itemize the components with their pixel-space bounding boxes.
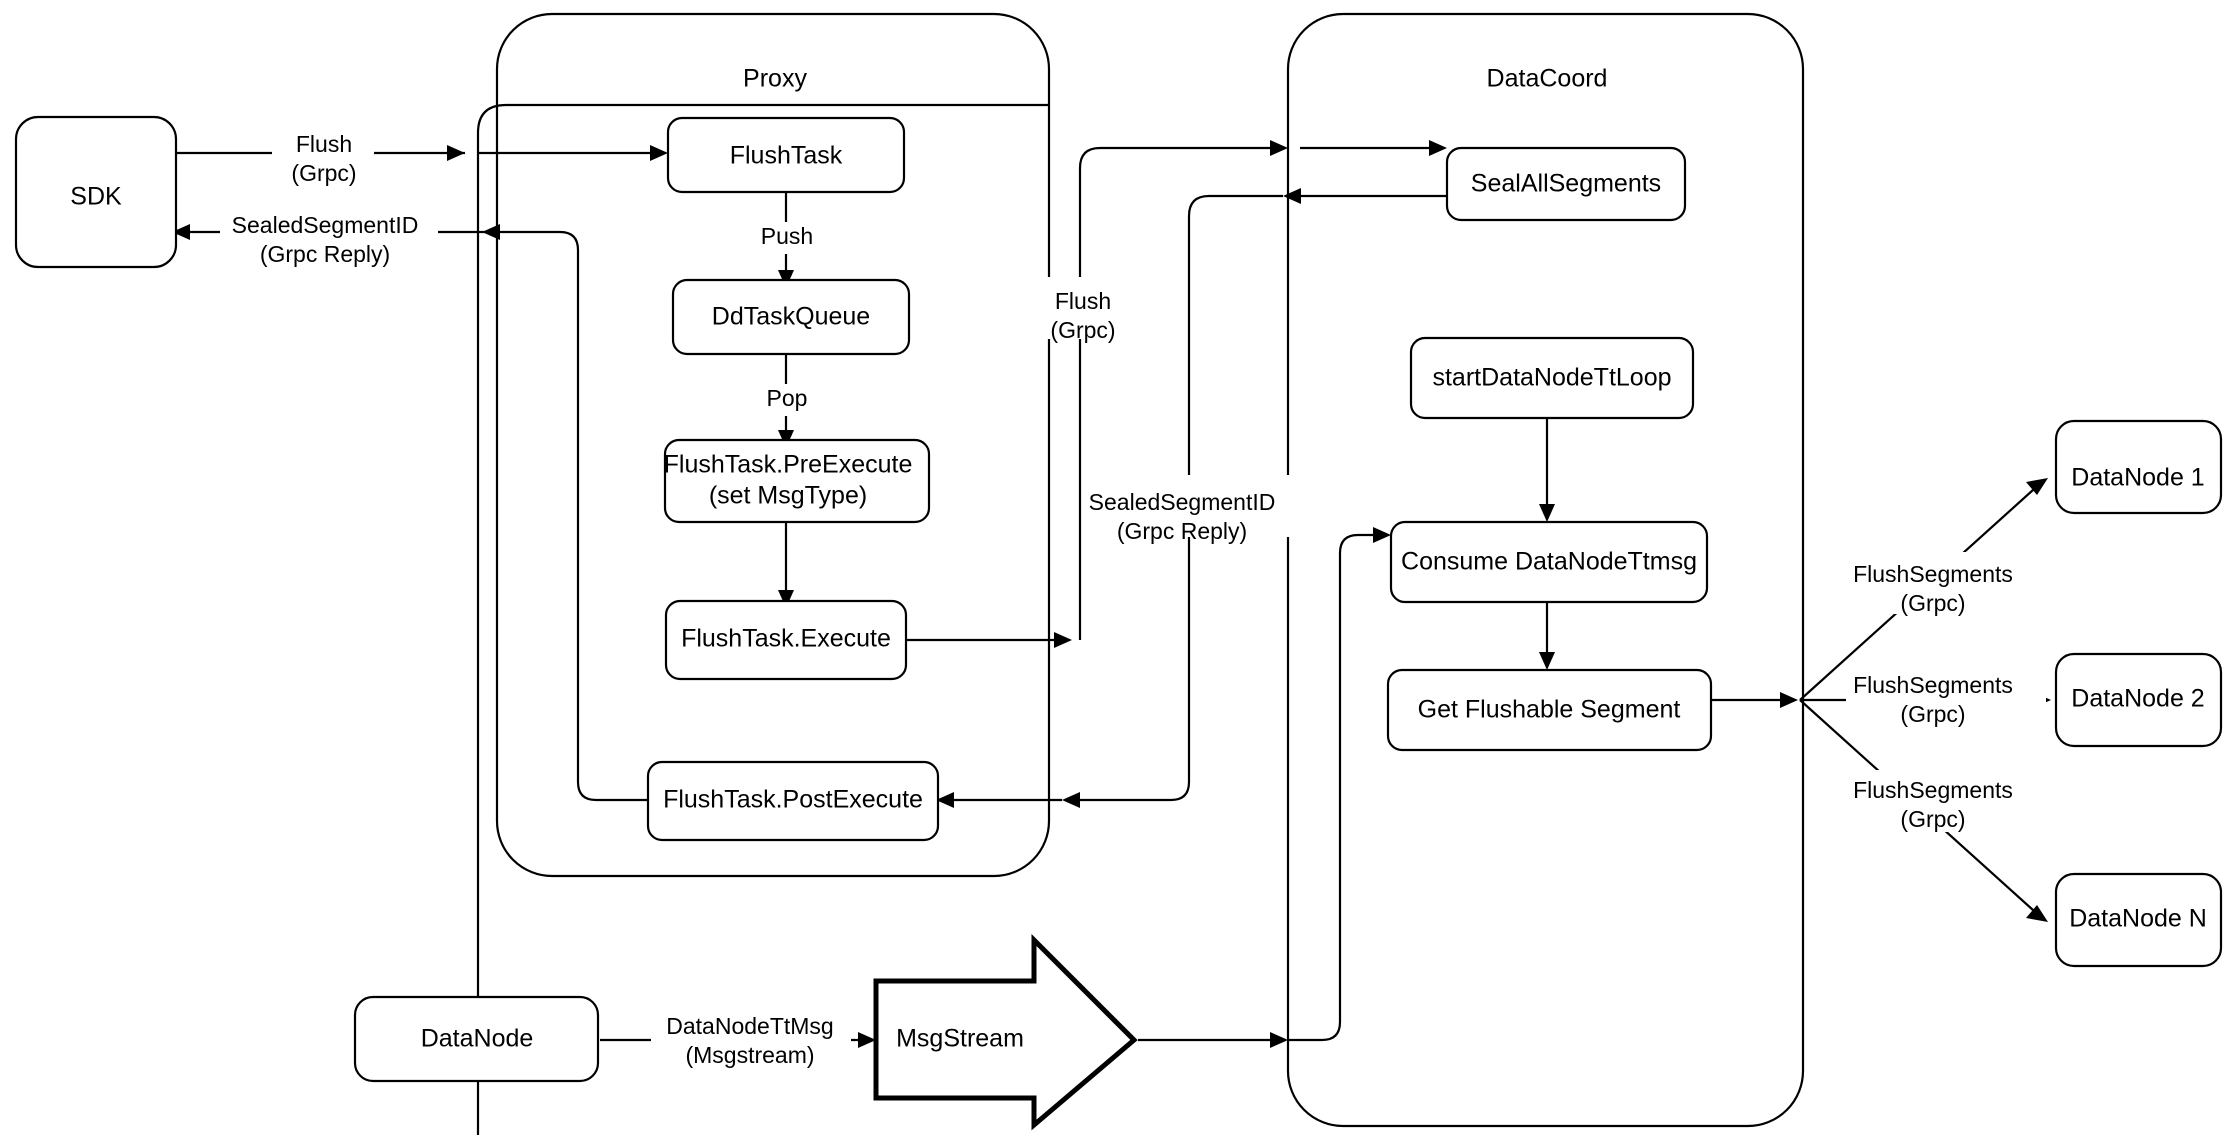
edge-label-push: Push <box>761 223 813 249</box>
datacoord-group-container <box>1286 12 1805 1128</box>
edge-label-flushsegments-1-line1: FlushSegments <box>1853 561 2013 587</box>
node-datanode-n[interactable] <box>2054 872 2223 968</box>
node-flushtask-postexecute[interactable] <box>646 760 940 842</box>
node-sdk[interactable] <box>14 115 178 269</box>
node-datanode-2-label: DataNode 2 <box>2071 685 2204 713</box>
edge-label-flush-grpc-line1: Flush <box>296 131 352 157</box>
node-flush-task-label: FlushTask <box>730 142 843 170</box>
proxy-group-label: Proxy <box>743 65 807 93</box>
edge-label-bg-sealedsegmentid-sdk <box>220 203 438 265</box>
edge-label-bg-sealedsegmentid-coord <box>1085 475 1303 537</box>
edge-proxy-entry-to-flushtask-arrow <box>650 145 668 161</box>
edge-preexecute-to-execute-arrow <box>778 590 794 608</box>
edge-sealedsegmentid-reply-rail-arrow <box>1062 792 1080 808</box>
proxy-group-container <box>495 12 1051 878</box>
edge-label-bg-push <box>749 222 825 254</box>
edge-label-bg-pop <box>753 384 821 416</box>
node-datanode-source[interactable] <box>353 995 600 1083</box>
node-datanode-1[interactable] <box>2054 419 2223 515</box>
edge-label-pop: Pop <box>767 385 808 411</box>
edge-label-sealedsegmentid-sdk-line1: SealedSegmentID <box>232 212 419 238</box>
node-seal-all-segments[interactable] <box>1445 146 1687 222</box>
edge-label-flush-grpc-coord-line2: (Grpc) <box>1050 317 1115 343</box>
edge-label-bg-flushsegments-1 <box>1837 552 2037 614</box>
edge-execute-to-flushrail-arrow <box>1054 632 1072 648</box>
edge-label-sealedsegmentid-sdk-line2: (Grpc Reply) <box>260 241 390 267</box>
edge-flush-entry-rail <box>476 103 1049 1135</box>
edge-label-flush-grpc-coord-line1: Flush <box>1055 288 1111 314</box>
node-flushtask-execute-label: FlushTask.Execute <box>681 625 891 653</box>
edge-label-flushsegments-1-line2: (Grpc) <box>1900 590 1965 616</box>
node-flush-task[interactable] <box>666 116 906 194</box>
edge-label-bg-datanode-ttmsg <box>651 1008 851 1070</box>
edge-msgstream-rail-to-consume <box>1288 533 1375 1042</box>
node-flushtask-postexecute-label: FlushTask.PostExecute <box>663 786 923 814</box>
edge-flush-grpc-rail-arrow <box>1270 140 1288 156</box>
edge-label-flush-grpc-line2: (Grpc) <box>291 160 356 186</box>
edge-msgstream-rail-to-consume-arrow <box>1373 527 1391 543</box>
edge-label-flushsegments-2-line1: FlushSegments <box>1853 672 2013 698</box>
node-datanode-1-label: DataNode 1 <box>2071 464 2204 492</box>
node-flushtask-preexecute-label-line2: (set MsgType) <box>709 482 867 510</box>
node-flushtask-preexecute-label-line1: FlushTask.PreExecute <box>664 451 913 479</box>
node-datanode-source-label: DataNode <box>421 1025 534 1053</box>
edge-label-flushsegments-2-line2: (Grpc) <box>1900 701 1965 727</box>
edge-label-flushsegments-n-line1: FlushSegments <box>1853 777 2013 803</box>
node-datanode-n-label: DataNode N <box>2069 905 2207 933</box>
edge-label-bg-flush-grpc-coord <box>1032 277 1134 339</box>
node-dd-task-queue-label: DdTaskQueue <box>712 303 870 331</box>
node-seal-all-segments-label: SealAllSegments <box>1471 170 1661 198</box>
node-flushtask-execute[interactable] <box>664 599 908 681</box>
datacoord-group-label: DataCoord <box>1487 65 1608 93</box>
node-msgstream-label: MsgStream <box>896 1025 1024 1053</box>
edge-msgstream-to-datacoord-arrow <box>1270 1032 1288 1048</box>
edge-sdk-to-proxy-arrow <box>447 145 465 161</box>
edge-label-sealedsegmentid-coord-line1: SealedSegmentID <box>1089 489 1276 515</box>
node-get-flushable-segment-label: Get Flushable Segment <box>1418 696 1681 724</box>
edge-postexecute-to-sdk-arrow <box>482 224 500 240</box>
node-consume-datanode-ttmsg-label: Consume DataNodeTtmsg <box>1401 548 1697 576</box>
edge-label-bg-flush-grpc <box>272 124 374 186</box>
node-sdk-label: SDK <box>70 183 122 211</box>
edge-hub-to-datanode1-arrow <box>2026 478 2048 495</box>
edge-hub-to-datanoden-arrow <box>2026 905 2048 922</box>
edge-flush-to-sealall-arrow <box>1429 140 1447 156</box>
node-datanode-2[interactable] <box>2054 652 2223 748</box>
edge-flush-grpc-rail <box>1078 146 1275 640</box>
edge-label-flushsegments-n-line2: (Grpc) <box>1900 806 1965 832</box>
node-consume-datanode-ttmsg[interactable] <box>1389 520 1709 604</box>
edge-label-bg-flushsegments-2 <box>1846 663 2046 725</box>
edge-reply-to-postexecute-arrow <box>936 792 954 808</box>
edge-label-datanode-ttmsg-line2: (Msgstream) <box>685 1042 814 1068</box>
edge-postexecute-to-sdk-rail <box>493 230 651 802</box>
node-msgstream-block-arrow[interactable] <box>873 933 1138 1131</box>
edge-consume-to-getflushable-arrow <box>1539 652 1555 670</box>
node-flushtask-preexecute[interactable] <box>663 438 931 524</box>
edge-sealall-reply-arrow <box>1283 188 1301 204</box>
edge-getflushable-to-hub-arrow <box>1780 692 1798 708</box>
node-dd-task-queue[interactable] <box>671 278 911 356</box>
node-get-flushable-segment[interactable] <box>1386 668 1713 752</box>
edge-label-bg-flushsegments-n <box>1837 770 2037 832</box>
edge-label-sealedsegmentid-coord-line2: (Grpc Reply) <box>1117 518 1247 544</box>
edge-sealedsegmentid-to-sdk-arrow <box>172 224 190 240</box>
node-start-datanode-tt-loop[interactable] <box>1409 336 1695 420</box>
node-start-datanode-tt-loop-label: startDataNodeTtLoop <box>1432 364 1671 392</box>
edge-ttloop-to-consume-arrow <box>1539 504 1555 522</box>
edge-datanode-to-msgstream-arrow <box>858 1032 876 1048</box>
edge-label-datanode-ttmsg-line1: DataNodeTtMsg <box>666 1013 833 1039</box>
